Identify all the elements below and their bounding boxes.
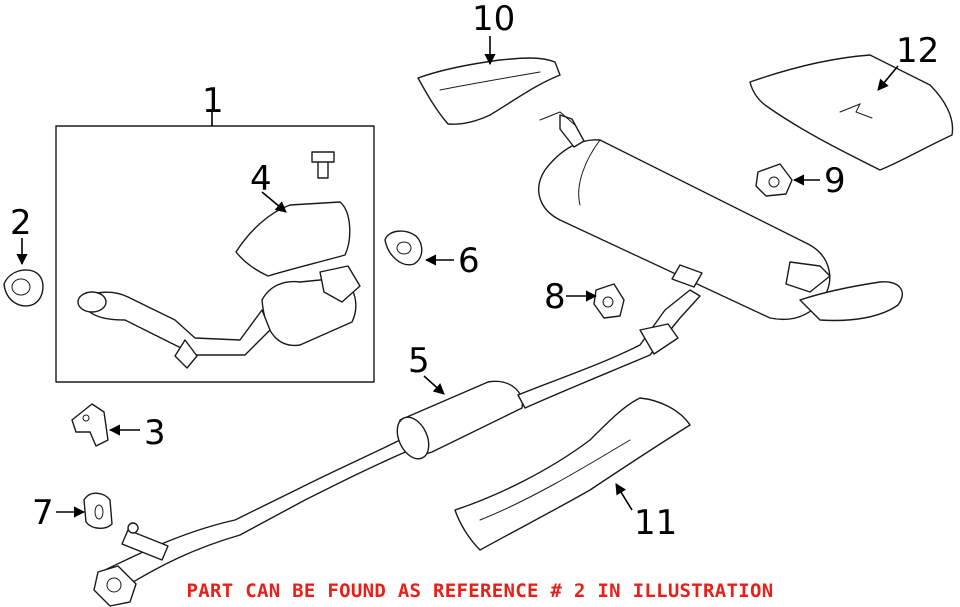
heat-shield-part-12[interactable] [749,54,954,171]
callout-3: 3 [144,413,166,453]
callout-1: 1 [202,81,224,121]
front-pipe[interactable] [93,439,411,607]
hanger-part-7[interactable] [83,492,113,529]
gasket-part-6[interactable] [384,230,423,266]
callout-6: 6 [458,241,480,281]
resonator-part-5[interactable] [391,289,701,464]
callout-10: 10 [472,0,515,39]
callout-8: 8 [544,277,566,317]
heat-shield-part-11[interactable] [454,397,691,551]
callout-4: 4 [250,159,272,199]
bracket-part-3[interactable] [71,403,109,447]
reference-notice: PART CAN BE FOUND AS REFERENCE # 2 IN IL… [187,580,774,602]
catalytic-converter-assembly-box[interactable] [55,125,375,383]
callout-7: 7 [32,493,54,533]
callout-2: 2 [10,203,32,243]
hanger-part-8[interactable] [593,283,625,319]
muffler[interactable] [537,111,903,322]
callout-5: 5 [408,341,430,381]
gasket-part-2[interactable] [3,269,44,307]
callout-9: 9 [824,161,846,201]
heat-shield-part-10[interactable] [417,57,561,125]
hanger-part-9[interactable] [755,163,793,197]
leader-lines [16,36,899,518]
callout-12: 12 [896,31,939,71]
callout-11: 11 [634,503,677,543]
